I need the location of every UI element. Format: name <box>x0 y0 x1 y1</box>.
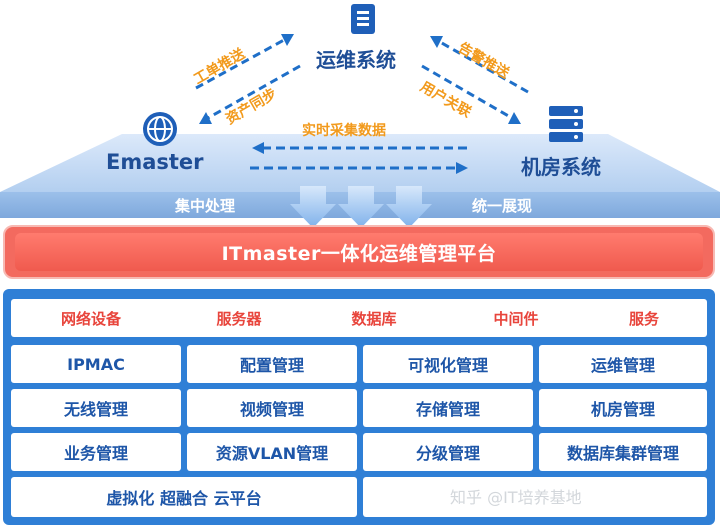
module-business: 业务管理 <box>11 433 181 471</box>
machine-room-label: 机房系统 <box>521 155 601 179</box>
category-row: 网络设备 服务器 数据库 中间件 服务 <box>11 299 707 337</box>
platform-banner-inner: ITmaster一体化运维管理平台 <box>15 233 703 271</box>
platform-left-label: 集中处理 <box>175 197 236 215</box>
arrow-down-icon <box>290 186 432 228</box>
arrowhead <box>252 142 264 154</box>
ops-emaster-arrows <box>195 38 301 120</box>
module-machine-room: 机房管理 <box>539 389 707 427</box>
module-virtualization: 虚拟化 超融合 云平台 <box>11 477 357 517</box>
arrowhead <box>508 112 521 124</box>
module-storage: 存储管理 <box>363 389 533 427</box>
module-db-cluster: 数据库集群管理 <box>539 433 707 471</box>
platform-banner: ITmaster一体化运维管理平台 <box>3 225 715 279</box>
server-stack-icon <box>549 106 583 142</box>
category-server: 服务器 <box>216 309 262 328</box>
arrowhead <box>199 112 212 124</box>
platform-top-face <box>0 134 720 192</box>
platform-title: ITmaster一体化运维管理平台 <box>221 242 497 265</box>
module-video: 视频管理 <box>187 389 357 427</box>
emaster-label: Emaster <box>106 150 204 174</box>
realtime-arrows <box>250 146 468 170</box>
ops-machineroom-arrows <box>421 40 529 120</box>
category-service: 服务 <box>628 309 659 328</box>
arrowhead <box>430 36 443 48</box>
platform-graphic <box>0 4 720 228</box>
module-ipmac: IPMAC <box>11 345 181 383</box>
arrowhead <box>456 162 468 174</box>
integration-diagram: 运维系统 Emaster 机房系统 工单推送 资产同步 告警推送 用户关联 实时… <box>0 0 720 228</box>
category-middleware: 中间件 <box>493 309 539 328</box>
module-blank <box>363 477 707 517</box>
module-wireless: 无线管理 <box>11 389 181 427</box>
arrowhead <box>281 34 294 46</box>
module-grid: 网络设备 服务器 数据库 中间件 服务 IPMAC 配置管理 可视化管理 运维管… <box>3 289 715 525</box>
module-hierarchy: 分级管理 <box>363 433 533 471</box>
module-operations: 运维管理 <box>539 345 707 383</box>
globe-icon <box>143 112 177 146</box>
ops-system-label: 运维系统 <box>316 48 396 72</box>
category-database: 数据库 <box>351 309 397 328</box>
watermark: 知乎 @IT培养基地 <box>450 488 582 507</box>
category-network: 网络设备 <box>60 309 121 328</box>
module-resource-vlan: 资源VLAN管理 <box>187 433 357 471</box>
module-config: 配置管理 <box>187 345 357 383</box>
module-visualization: 可视化管理 <box>363 345 533 383</box>
document-icon <box>351 4 375 34</box>
realtime-collect-label: 实时采集数据 <box>302 123 386 139</box>
platform-right-label: 统一展现 <box>472 197 533 215</box>
